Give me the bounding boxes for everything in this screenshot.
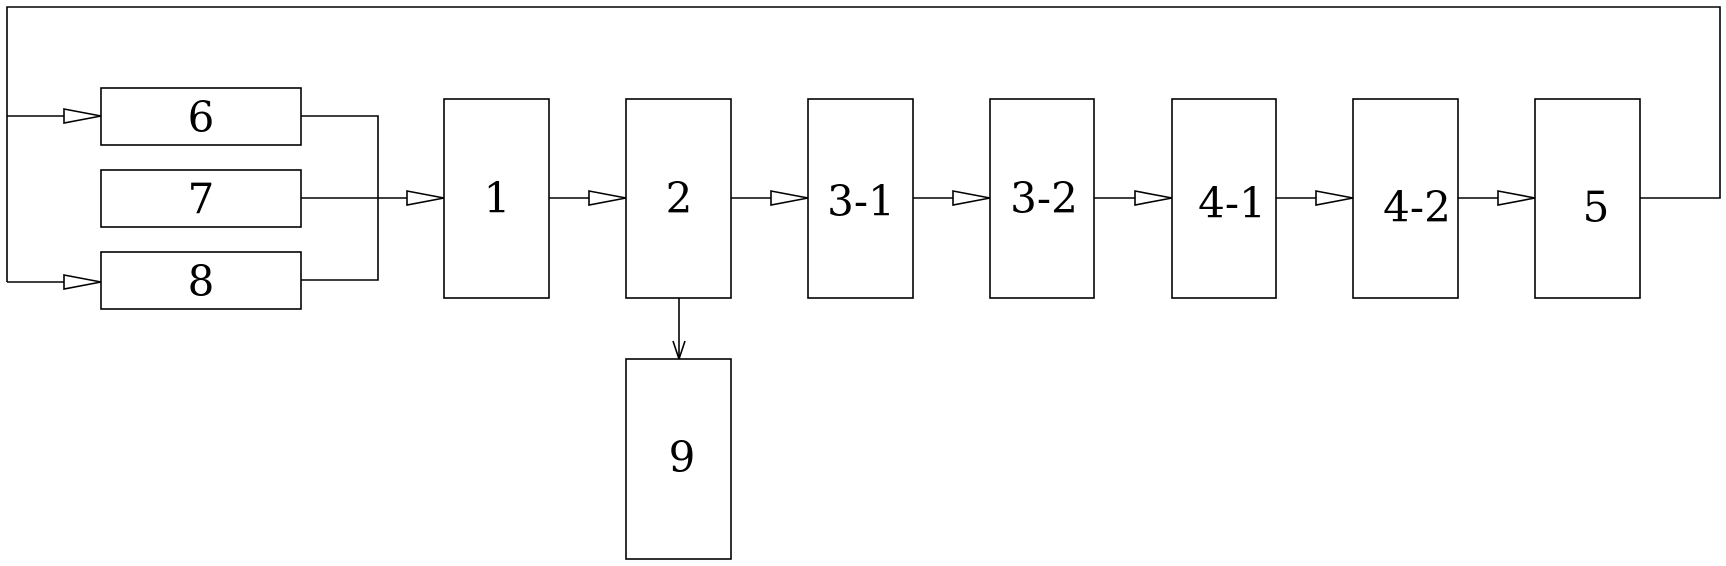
block-4-1-label: 4-1 [1198,179,1266,228]
arrow-into-5 [1497,190,1536,206]
arrow-into-6 [63,108,102,124]
block-1-label: 1 [484,174,511,223]
block-3-1-label: 3-1 [827,177,895,226]
block-4-1: 4-1 [1171,98,1277,299]
block-3-2-box [989,98,1095,299]
block-3-1-box [807,98,914,299]
arrow-into-2 [588,190,627,206]
block-9: 9 [625,358,732,560]
block-6-label: 6 [188,93,215,142]
arrow-into-3-1 [770,190,809,206]
block-8: 8 [100,251,302,310]
block-3-1: 3-1 [807,98,914,299]
block-9-label: 9 [669,433,696,482]
block-8-box [100,251,302,310]
block-2: 2 [625,98,732,299]
arrowheads [63,108,1536,362]
arrow-into-8 [63,274,102,290]
block-8-label: 8 [188,257,215,306]
block-6: 6 [100,87,302,146]
block-7: 7 [100,169,302,228]
block-5: 5 [1534,98,1641,299]
block-4-2-label: 4-2 [1383,183,1451,232]
block-7-label: 7 [188,175,215,224]
block-5-box [1534,98,1641,299]
block-7-box [100,169,302,228]
block-3-2: 3-2 [989,98,1095,299]
block-2-box [625,98,732,299]
block-4-1-box [1171,98,1277,299]
block-1: 1 [443,98,550,299]
block-5-label: 5 [1583,183,1610,232]
arrow-into-4-1 [1134,190,1173,206]
arrow-into-1 [406,190,445,206]
block-3-2-label: 3-2 [1010,174,1078,223]
arrow-into-3-2 [952,190,991,206]
block-4-2-box [1352,98,1459,299]
block-1-box [443,98,550,299]
arrow-into-4-2 [1315,190,1354,206]
feedback-line [6,6,1721,282]
block-2-label: 2 [666,174,693,223]
block-4-2: 4-2 [1352,98,1459,299]
block-9-box [625,358,732,560]
connections [6,6,1721,359]
block-6-box [100,87,302,146]
